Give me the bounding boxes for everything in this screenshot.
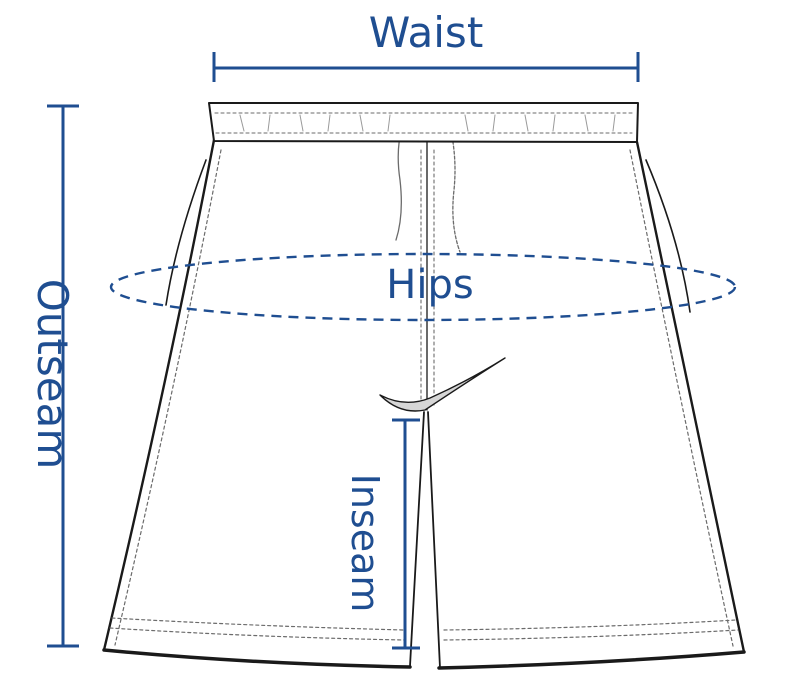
right-hem (437, 650, 746, 670)
right-hem-stitch (443, 619, 737, 631)
right-inner-leg (427, 411, 441, 669)
left-inner-leg (409, 411, 425, 667)
right-leg-inner-seam (629, 149, 734, 647)
left-hem (102, 648, 412, 669)
left-hem-stitch-2 (109, 627, 405, 641)
left-pocket-line (165, 159, 207, 306)
inseam-label: Inseam (343, 474, 387, 613)
right-leg-outline (635, 140, 746, 654)
outseam-label: Outseam (28, 279, 77, 470)
waistband (208, 102, 639, 143)
left-hem-stitch (111, 617, 405, 631)
right-pocket-line (645, 159, 691, 313)
waist-label: Waist (369, 8, 484, 57)
crotch-flap (379, 357, 506, 412)
shorts-illustration (102, 102, 746, 670)
left-leg-outline (102, 138, 216, 652)
measurement-guides (47, 52, 737, 650)
hips-ellipse (109, 252, 737, 322)
hips-label: Hips (386, 262, 473, 308)
left-leg-inner-seam (114, 149, 222, 646)
waistband-ruching (239, 114, 616, 132)
right-hem-stitch-2 (443, 629, 739, 641)
